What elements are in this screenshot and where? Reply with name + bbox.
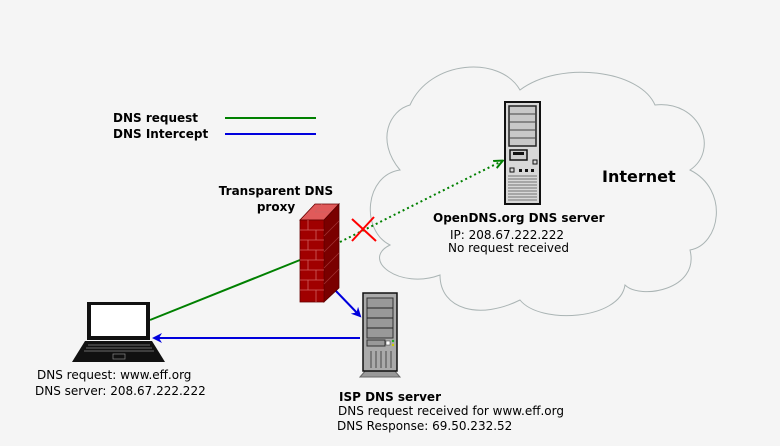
proxy-title-line2: proxy (256, 200, 296, 214)
request-line (149, 259, 301, 321)
laptop-icon (72, 302, 165, 362)
isp-title: ISP DNS server (339, 390, 441, 404)
internet-cloud (369, 66, 717, 317)
internet-label: Internet (602, 167, 676, 186)
legend-request-label: DNS request (113, 111, 199, 125)
blocked-x-icon (351, 216, 377, 242)
legend-intercept-label: DNS Intercept (113, 127, 209, 141)
isp-server-icon (358, 292, 402, 378)
firewall-icon (299, 202, 340, 303)
opendns-title: OpenDNS.org DNS server (433, 211, 605, 225)
opendns-status: No request received (448, 241, 570, 255)
client-server-text: DNS server: 208.67.222.222 (35, 384, 206, 398)
opendns-ip: IP: 208.67.222.222 (450, 228, 565, 242)
intercept-line (334, 289, 362, 318)
proxy-title-line1: Transparent DNS (218, 184, 334, 198)
isp-request-text: DNS request received for www.eff.org (338, 404, 564, 418)
client-request-text: DNS request: www.eff.org (37, 368, 192, 382)
opendns-server-icon (504, 101, 541, 205)
blocked-request-line (339, 161, 502, 243)
isp-response-text: DNS Response: 69.50.232.52 (337, 419, 513, 433)
